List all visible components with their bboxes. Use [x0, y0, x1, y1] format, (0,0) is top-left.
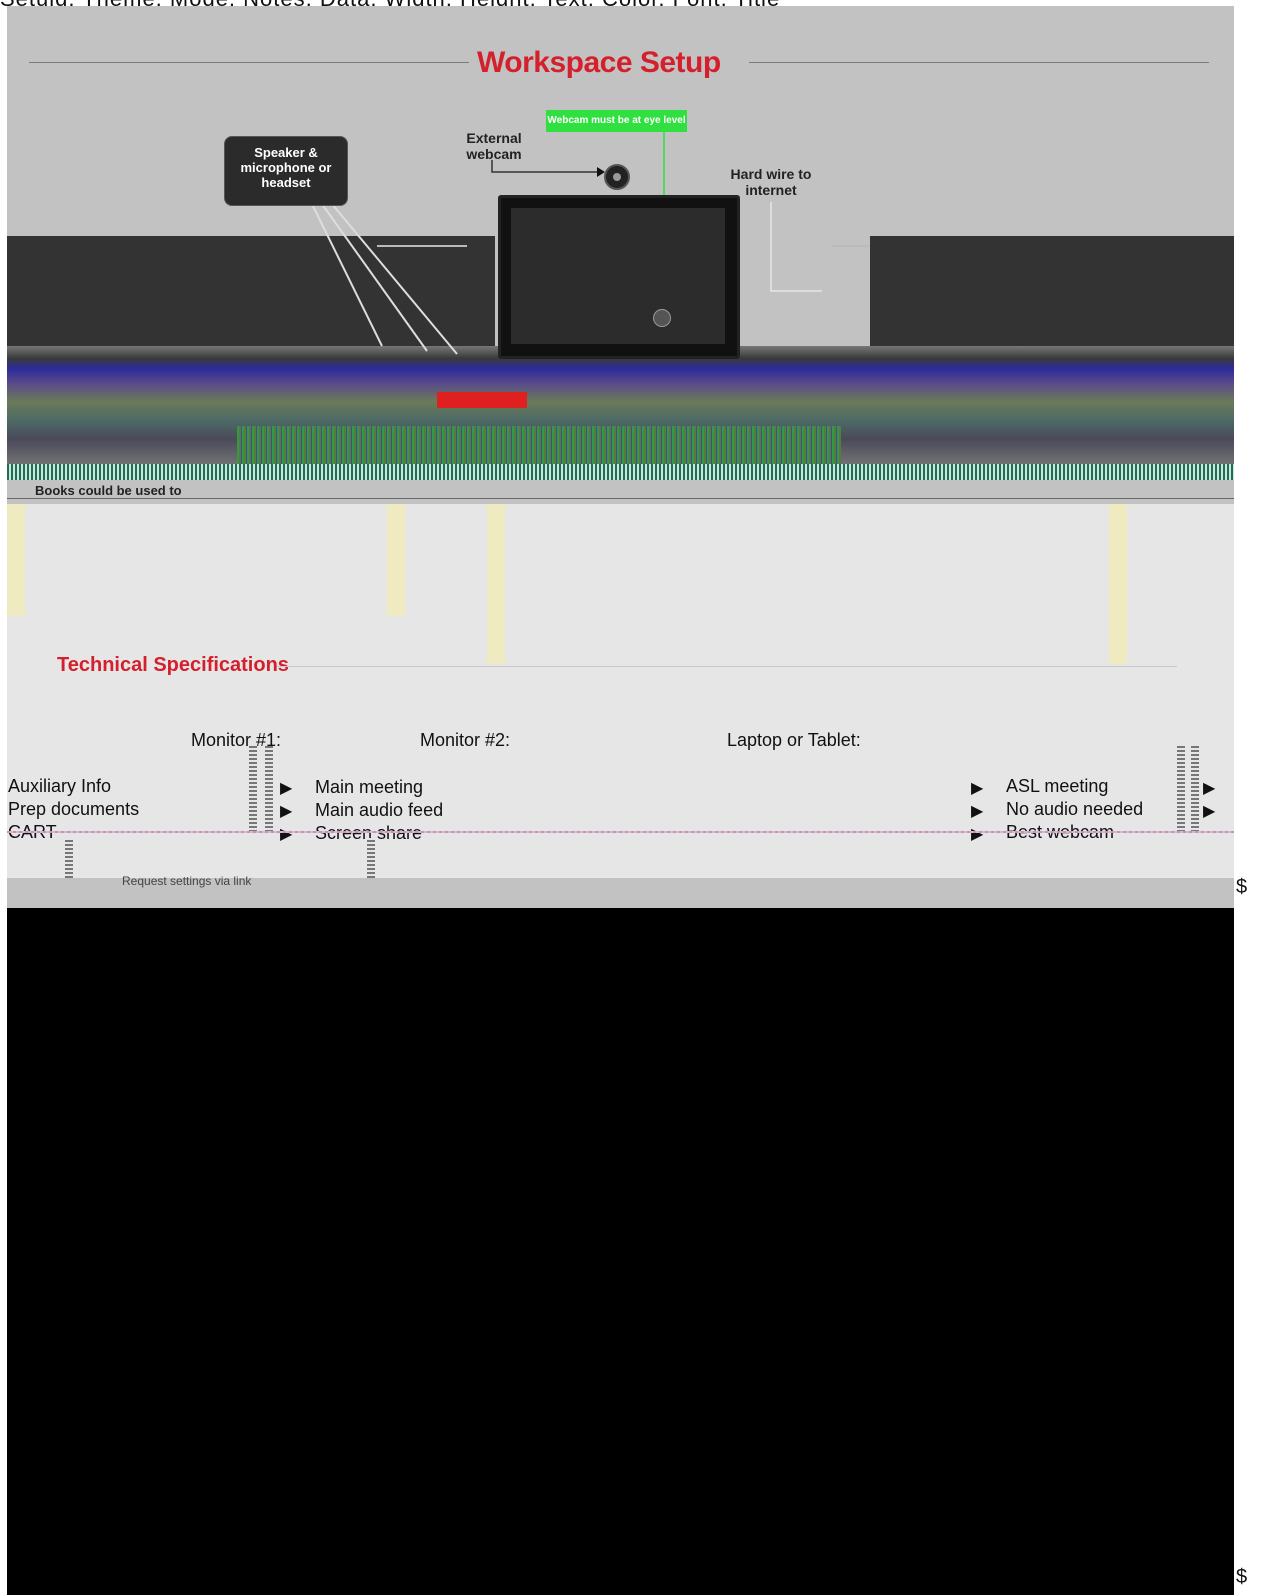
- decor-pillar: [387, 504, 405, 616]
- speaker-line-1: [311, 203, 383, 347]
- page-marker: $: [1236, 876, 1248, 898]
- wire-line: [770, 202, 822, 292]
- bullet-arrow-icon: ▶: [280, 780, 293, 797]
- monitor1-item: Screen share: [315, 823, 423, 843]
- specs-heading: Technical Specifications: [57, 654, 289, 676]
- workspace-setup-illustration: Workspace Setup Speaker & microphone or …: [7, 6, 1234, 504]
- bullet-arrow-icon: ▶: [280, 803, 293, 820]
- books-note: Books could be used to: [35, 483, 182, 498]
- specs-rule: [277, 666, 1177, 667]
- decor-pillar: [487, 504, 505, 664]
- speaker-line-3: [331, 203, 458, 355]
- laptop-item: ASL meeting: [1006, 776, 1109, 796]
- page-marker: $: [1236, 1566, 1248, 1588]
- title-rule-right: [749, 62, 1209, 63]
- column-monitor-2: Monitor #2:: [420, 730, 511, 750]
- column-divider: [265, 746, 273, 832]
- cropped-top-text: Setuid, Theme, Mode, Notes, Data, Width,…: [0, 0, 1266, 8]
- book-shelf: [7, 464, 1234, 480]
- column-divider: [249, 746, 257, 832]
- bullet-arrow-icon: ▶: [971, 780, 984, 797]
- page-title: Workspace Setup: [477, 46, 721, 79]
- title-rule-left: [29, 62, 469, 63]
- column-divider: [367, 838, 375, 894]
- column-divider: [1177, 746, 1185, 832]
- monitor-screen: [511, 208, 725, 344]
- built-in-webcam-icon: [653, 309, 671, 327]
- column-monitor-1: Monitor #1:: [191, 730, 282, 750]
- webcam-lens-icon: [613, 173, 621, 181]
- speaker-callout: Speaker & microphone or headset: [224, 136, 348, 206]
- clip-line: [7, 831, 1234, 833]
- eye-level-callout: Webcam must be at eye level: [546, 110, 687, 132]
- external-webcam-callout: External webcam: [466, 130, 522, 162]
- column-divider: [65, 838, 73, 894]
- column-divider: [1191, 746, 1199, 832]
- decor-pillar: [1109, 504, 1127, 664]
- document-page: Workspace Setup Speaker & microphone or …: [7, 6, 1234, 908]
- monitor1-item: Main meeting: [315, 777, 424, 797]
- webcam-pointer: [491, 160, 597, 173]
- blank-region: [7, 908, 1234, 1595]
- external-webcam-icon: [604, 164, 630, 190]
- footer-band: [7, 878, 1234, 908]
- decor-pillar: [7, 504, 25, 616]
- bullet-arrow-icon: ▶: [1203, 780, 1216, 797]
- books-rule: [7, 498, 1234, 499]
- aux-item: Prep documents: [8, 799, 140, 819]
- bullet-arrow-icon: ▶: [1203, 803, 1216, 820]
- wall-right: [870, 236, 1234, 346]
- column-laptop: Laptop or Tablet:: [727, 730, 861, 750]
- bullet-arrow-icon: ▶: [971, 826, 984, 843]
- monitor: [498, 195, 740, 359]
- webcam-arrowhead: [597, 167, 605, 177]
- laptop-item: No audio needed: [1006, 799, 1144, 819]
- bullet-arrow-icon: ▶: [971, 803, 984, 820]
- wall-left: [7, 236, 495, 346]
- footer-text: Request settings via link: [122, 874, 252, 888]
- desk-object: [437, 392, 527, 408]
- hard-wire-callout: Hard wire to internet: [730, 166, 812, 198]
- bullet-arrow-icon: ▶: [280, 826, 293, 843]
- aux-item: Auxiliary Info: [8, 776, 112, 796]
- monitor1-item: Main audio feed: [315, 800, 444, 820]
- speaker-line-2: [321, 203, 428, 352]
